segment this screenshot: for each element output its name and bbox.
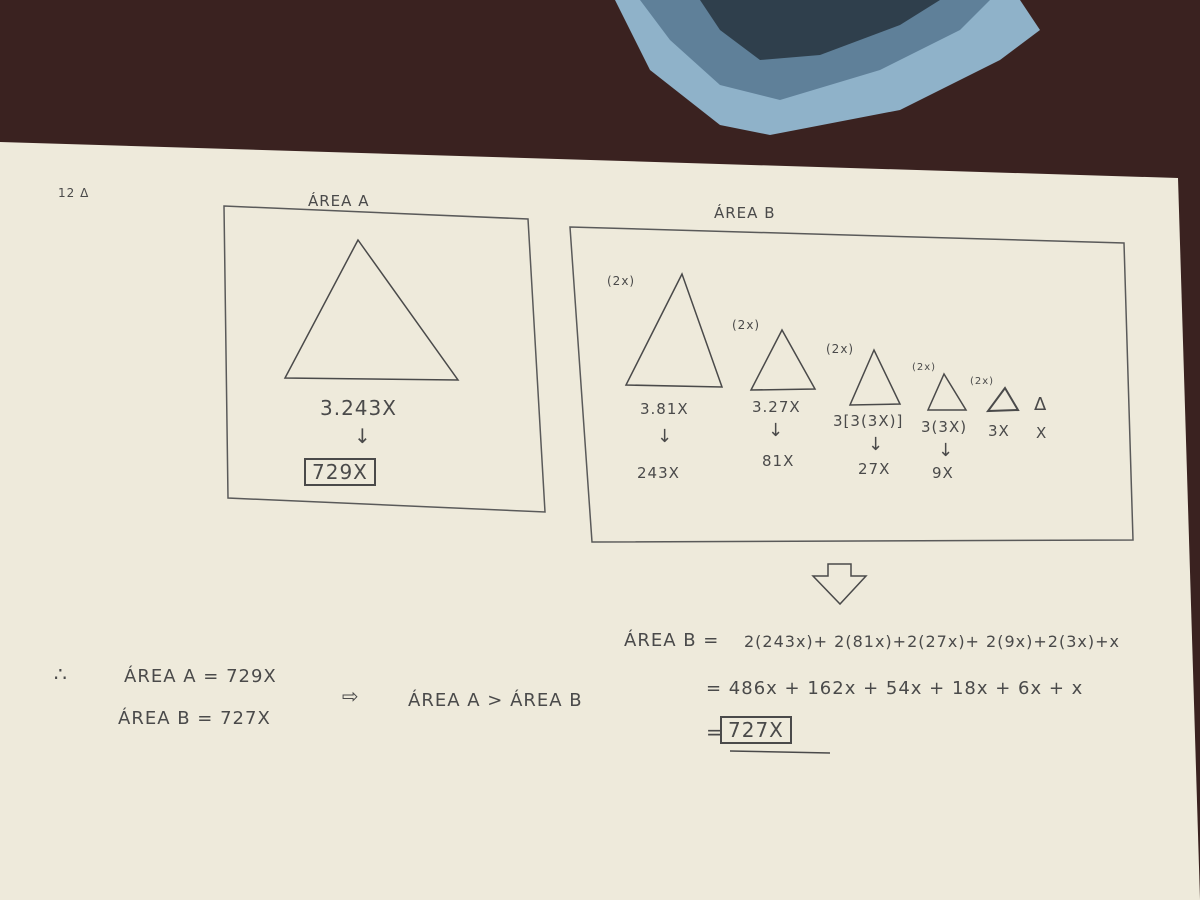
- column-result: 81X: [762, 452, 795, 470]
- derivation-line-2: = 486x + 162x + 54x + 18x + 6x + x: [706, 678, 1084, 699]
- area-b-triangle-1: [624, 272, 724, 388]
- comparison-result: ÁREA A > ÁREA B: [408, 690, 583, 711]
- stapler-dark-core: [700, 0, 940, 60]
- area-a-result-box: 729X: [304, 458, 376, 486]
- multiplier-label: (2x): [732, 318, 761, 332]
- multiplier-label: (2x): [607, 274, 636, 288]
- multiplier-label: (2x): [970, 376, 995, 387]
- final-result-box: 727X: [720, 716, 792, 744]
- area-b-triangle-2: [749, 328, 817, 391]
- column-expr: 3X: [988, 422, 1010, 440]
- derivation-label: ÁREA B =: [624, 630, 720, 651]
- implies-arrow-icon: ⇨: [342, 684, 360, 708]
- area-b-title: ÁREA B: [714, 204, 776, 222]
- conclusion-area-a: ÁREA A = 729X: [124, 666, 277, 687]
- column-result: 243X: [637, 464, 680, 482]
- down-arrow-icon: [811, 563, 868, 606]
- column-expr: 3.81X: [640, 400, 689, 418]
- paper-sheet: [0, 142, 1200, 900]
- area-a-triangle: [283, 238, 460, 381]
- derivation-line-1: 2(243x)+ 2(81x)+2(27x)+ 2(9x)+2(3x)+x: [744, 632, 1120, 651]
- column-result: 9X: [932, 464, 954, 482]
- column-expr: X: [1036, 424, 1048, 442]
- multiplier-label: (2x): [826, 342, 855, 356]
- area-b-triangle-5: [985, 386, 1020, 413]
- area-a-arrow: ↓: [354, 424, 372, 448]
- derivation-equals: =: [706, 720, 724, 744]
- area-a-title: ÁREA A: [308, 192, 370, 210]
- column-arrow: ↓: [938, 440, 955, 461]
- conclusion-area-b: ÁREA B = 727X: [118, 708, 271, 729]
- area-a-expr: 3.243X: [320, 396, 397, 420]
- column-expr: 3.27X: [752, 398, 801, 416]
- area-a-box: [223, 205, 546, 513]
- area-b-triangle-4: [926, 372, 968, 411]
- problem-number: 12 Δ: [58, 186, 90, 200]
- column-arrow: ↓: [868, 434, 885, 455]
- column-expr: 3[3(3X)]: [833, 412, 904, 430]
- column-expr: 3(3X): [921, 418, 968, 436]
- multiplier-label: (2x): [912, 362, 937, 373]
- result-underline: [729, 750, 831, 754]
- therefore-symbol: ∴: [54, 662, 68, 686]
- area-b-triangle-3: [848, 348, 902, 406]
- column-arrow: ↓: [657, 426, 674, 447]
- area-b-box: [569, 226, 1134, 543]
- column-arrow: ↓: [768, 420, 785, 441]
- column-result: 27X: [858, 460, 891, 478]
- small-triangle-icon: Δ: [1034, 394, 1048, 415]
